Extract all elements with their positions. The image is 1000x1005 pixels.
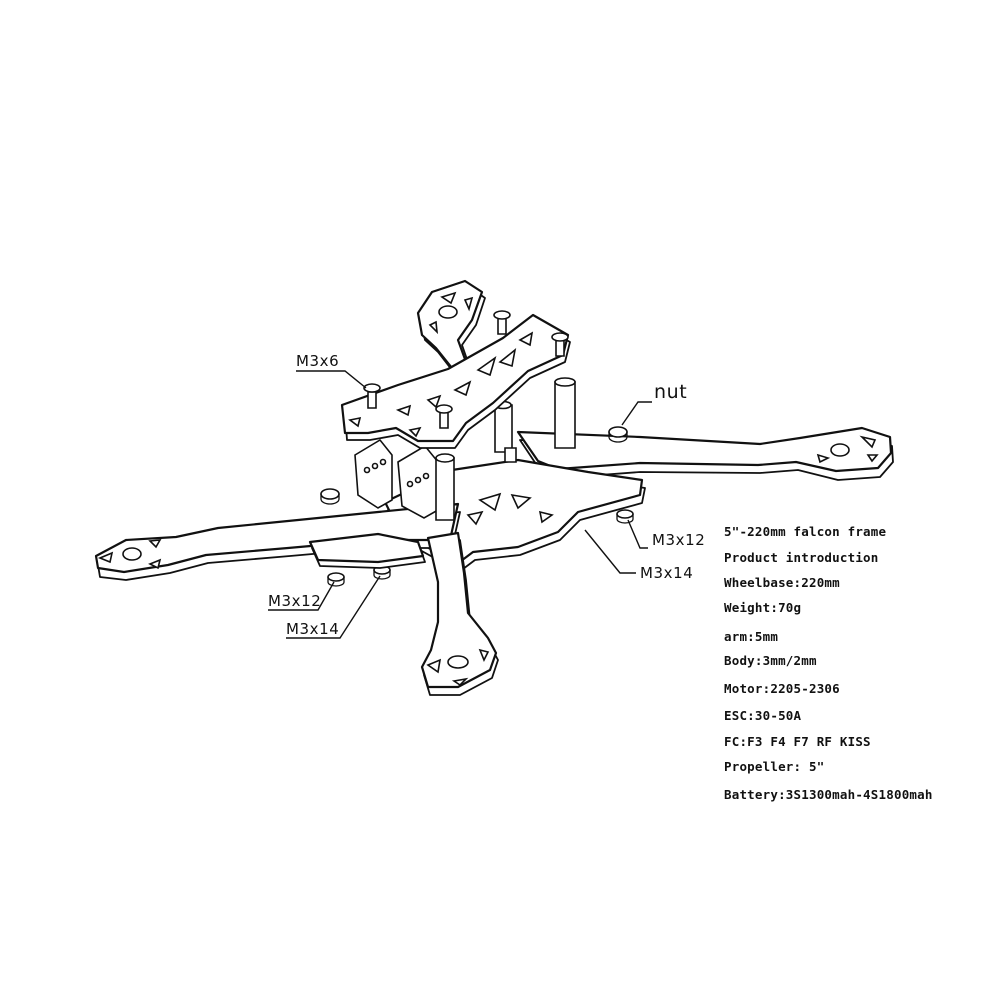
spec-motor: Motor:2205-2306 — [724, 681, 840, 696]
callout-leaders — [268, 370, 652, 639]
callout-left-m3x12: M3x12 — [268, 592, 321, 610]
spec-heading: Product introduction — [724, 550, 879, 565]
arm-rear-left — [416, 279, 486, 375]
callout-labels: M3x6 nut M3x12 M3x14 M3x12 M3x14 — [268, 352, 705, 638]
camera-side-plates — [354, 438, 439, 519]
spec-body: Body:3mm/2mm — [724, 653, 817, 668]
standoffs — [435, 377, 576, 521]
spec-arm: arm:5mm — [724, 629, 778, 644]
top-screws — [363, 310, 569, 429]
top-plate — [340, 313, 571, 449]
spec-propeller: Propeller: 5" — [724, 759, 824, 774]
spec-list: 5"-220mm falcon frame Product introducti… — [724, 524, 933, 802]
callout-left-m3x14: M3x14 — [286, 620, 339, 638]
spec-esc: ESC:30-50A — [724, 708, 802, 723]
quad-frame-drawing — [94, 279, 894, 696]
spec-title: 5"-220mm falcon frame — [724, 524, 887, 539]
callout-right-m3x12: M3x12 — [652, 531, 705, 549]
callout-top-screw: M3x6 — [296, 352, 339, 370]
callout-nut: nut — [654, 381, 687, 403]
arm-front-bottom — [420, 531, 499, 696]
arm-right — [516, 426, 894, 481]
spec-battery: Battery:3S1300mah-4S1800mah — [724, 787, 933, 802]
spec-fc: FC:F3 F4 F7 RF KISS — [724, 734, 871, 749]
callout-right-m3x14: M3x14 — [640, 564, 693, 582]
lower-mid-plate — [308, 532, 426, 569]
spec-weight: Weight:70g — [724, 600, 801, 615]
spec-wheelbase: Wheelbase:220mm — [724, 575, 840, 590]
